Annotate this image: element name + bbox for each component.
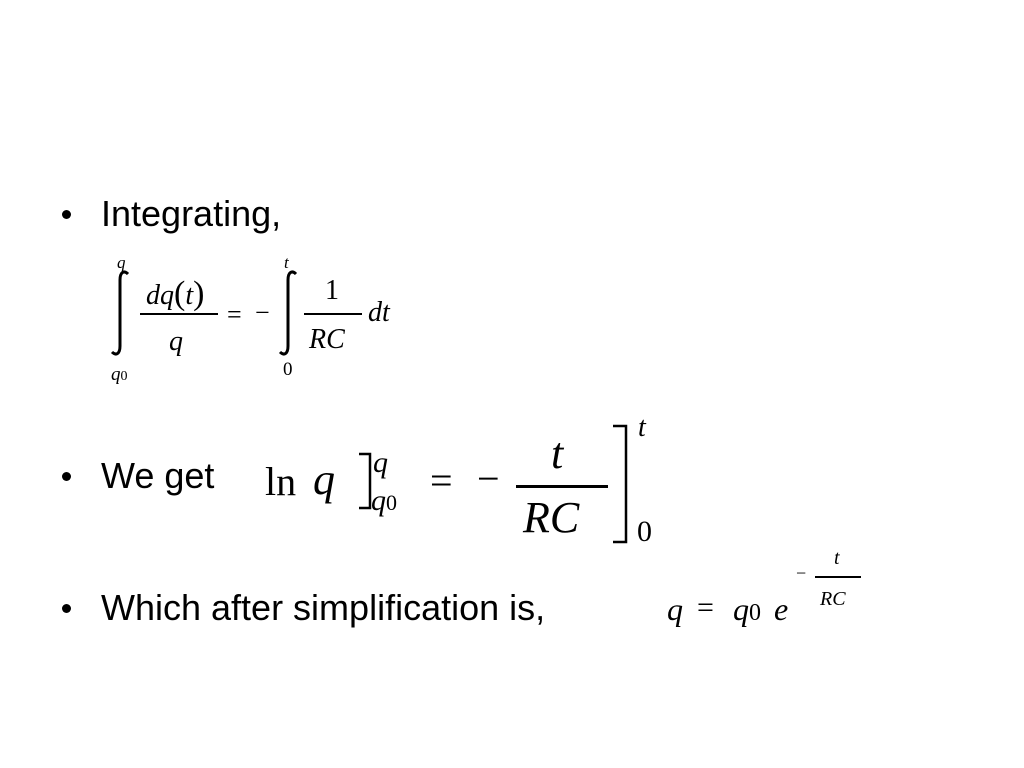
fraction-left-bar — [140, 313, 218, 315]
fraction-right-denominator: RC — [309, 324, 345, 355]
bracket-right-upper-limit: t — [638, 412, 646, 443]
result-q0: q0 — [733, 591, 761, 627]
result-e: e — [774, 591, 789, 627]
ln-argument-q: q — [313, 455, 335, 504]
equals-sign: = — [430, 458, 453, 503]
fraction-bar — [516, 485, 608, 488]
bullet-text-we-get: We get — [101, 455, 215, 496]
integral-left-lower-limit: q0 — [111, 364, 128, 385]
fraction-right-bar — [304, 313, 362, 315]
equals-sign: = — [227, 300, 242, 329]
fraction-denominator-rc: RC — [523, 493, 580, 542]
exponent-minus: − — [796, 563, 807, 583]
bracket-left-lower-limit: q0 — [371, 484, 397, 517]
differential-dt: dt — [368, 297, 390, 328]
fraction-numerator-t: t — [551, 429, 564, 478]
ln-function: ln — [265, 459, 297, 504]
bullet-dot — [62, 604, 71, 613]
integral-right-lower-limit: 0 — [283, 359, 293, 380]
bullet-text-integrating: Integrating, — [101, 193, 282, 234]
exponent-fraction-bar — [815, 576, 861, 578]
integral-sign-left — [110, 270, 130, 356]
integral-right-upper-limit: t — [284, 253, 289, 272]
minus-sign: − — [255, 298, 270, 327]
exponent-denominator: RC — [820, 588, 846, 610]
integral-sign-right — [278, 270, 298, 356]
bullet-dot — [62, 472, 71, 481]
bullet-text-simplification: Which after simplification is, — [101, 587, 546, 628]
bracket-right-lower-limit: 0 — [637, 515, 652, 548]
evaluation-bracket-left — [359, 452, 372, 510]
bullet-dot — [62, 210, 71, 219]
result-q: q — [667, 591, 683, 627]
fraction-left-denominator: q — [169, 326, 183, 357]
integral-left-upper-limit: q — [117, 253, 126, 272]
fraction-left-numerator: dq(t) — [146, 275, 205, 312]
exponent-numerator: t — [834, 547, 840, 569]
fraction-right-numerator: 1 — [325, 275, 339, 306]
equals-sign: = — [697, 591, 714, 624]
evaluation-bracket-right — [613, 424, 628, 544]
bracket-left-upper-limit: q — [373, 446, 388, 479]
minus-sign: − — [477, 456, 500, 501]
